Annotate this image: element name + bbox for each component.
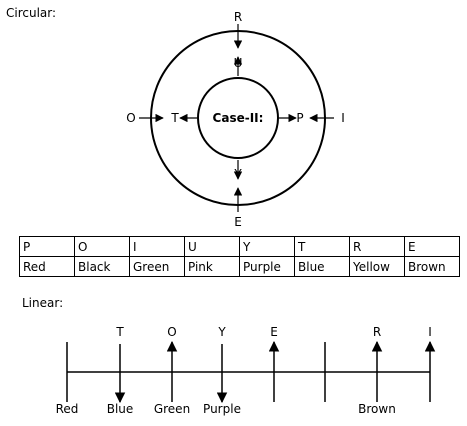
table-cell: Green — [129, 256, 185, 277]
color-row: Red Black Green Pink Purple Blue Yellow … — [19, 256, 460, 277]
circular-heading: Circular: — [6, 6, 57, 20]
table-cell: Black — [74, 256, 130, 277]
linear-heading: Linear: — [22, 296, 64, 310]
linear-arrangement-diagram: Red T Blue O Green Y Purple E R Brown I — [56, 325, 436, 416]
inner-circle — [197, 77, 279, 159]
label-outer-top: R — [234, 10, 242, 24]
position-letter-7: R — [373, 325, 381, 339]
position-color-7: Brown — [358, 402, 396, 416]
table-cell: E — [404, 236, 460, 257]
position-letter-5: E — [270, 325, 278, 339]
position-color-2: Blue — [107, 402, 134, 416]
position-color-1: Red — [56, 402, 79, 416]
table-cell: Y — [239, 236, 295, 257]
table-cell: I — [129, 236, 185, 257]
table-cell: U — [184, 236, 240, 257]
table-cell: Red — [19, 256, 75, 277]
table-cell: Yellow — [349, 256, 405, 277]
letter-row: P O I U Y T R E — [19, 236, 460, 257]
label-inner-right: P — [296, 111, 303, 125]
label-outer-bottom: E — [234, 215, 242, 229]
position-letter-8: I — [428, 325, 432, 339]
label-inner-bottom: Y — [233, 167, 242, 181]
table-cell: Blue — [294, 256, 350, 277]
table-cell: Purple — [239, 256, 295, 277]
position-letter-4: Y — [217, 325, 226, 339]
table-cell: T — [294, 236, 350, 257]
position-letter-3: O — [167, 325, 176, 339]
table-cell: Pink — [184, 256, 240, 277]
table-cell: Brown — [404, 256, 460, 277]
position-letter-2: T — [115, 325, 124, 339]
label-inner-left: T — [170, 111, 179, 125]
label-inner-top: U — [234, 56, 243, 70]
label-outer-right: I — [341, 111, 345, 125]
circular-arrangement-diagram: R O I E U T P Y Case-II: — [126, 10, 345, 229]
table-cell: O — [74, 236, 130, 257]
center-label: Case-II: — [213, 111, 264, 125]
position-color-4: Purple — [203, 402, 241, 416]
label-outer-left: O — [126, 111, 135, 125]
position-color-3: Green — [154, 402, 190, 416]
letter-color-table: P O I U Y T R E Red Black Green Pink Pur… — [19, 236, 460, 277]
table-cell: R — [349, 236, 405, 257]
table-cell: P — [19, 236, 75, 257]
